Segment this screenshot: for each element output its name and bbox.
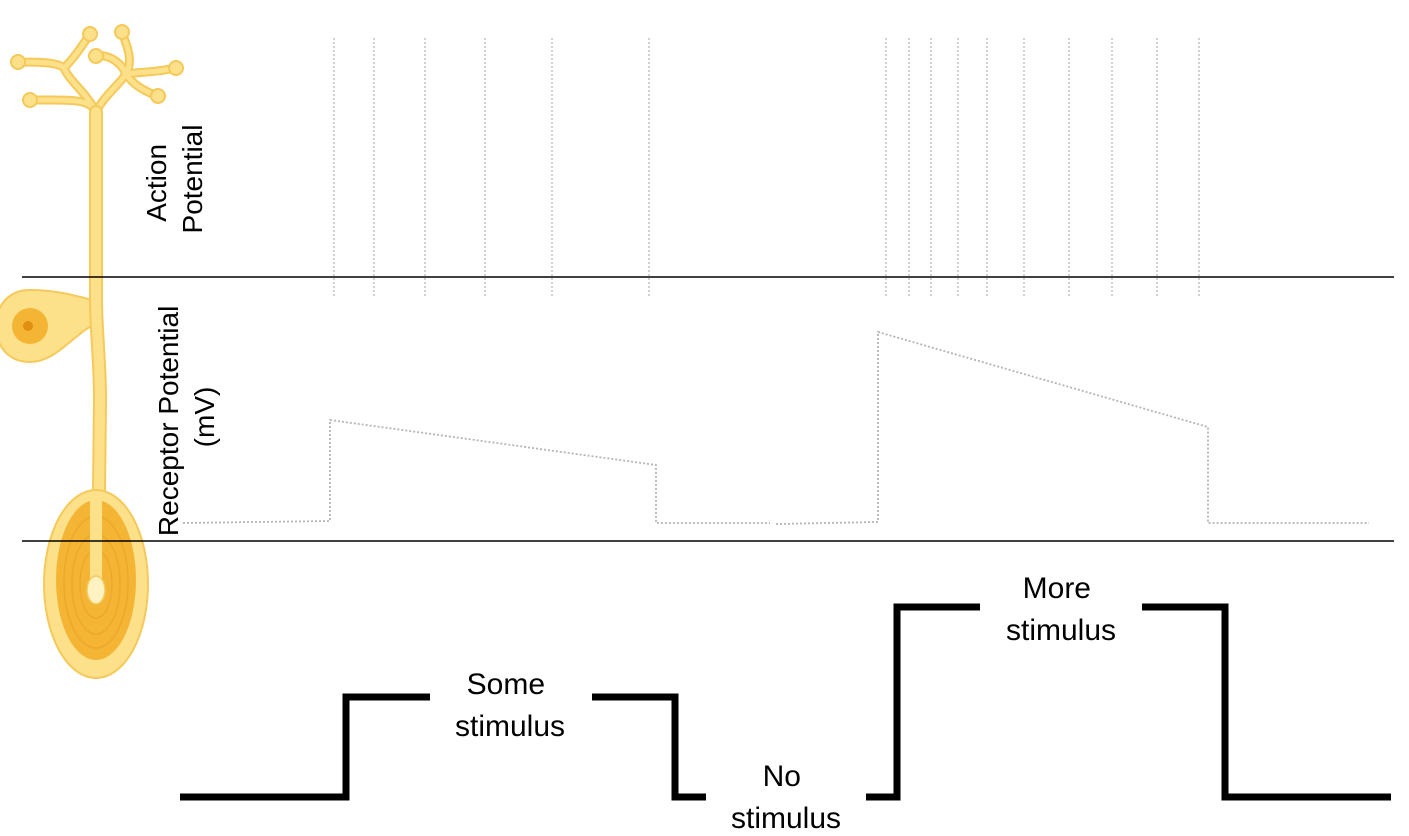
dendrite-tip bbox=[10, 54, 26, 70]
receptor-trace-segment-1 bbox=[182, 418, 770, 524]
stimulus-label-line: stimulus bbox=[731, 802, 841, 835]
stimulus-label-line: stimulus bbox=[1006, 614, 1116, 647]
some-stimulus-label: Some stimulus bbox=[455, 668, 565, 743]
stimulus-segment-some-fall bbox=[592, 693, 706, 801]
axis-label-line: Potential bbox=[177, 125, 208, 234]
axis-label-line: Action bbox=[141, 144, 172, 222]
receptor-potential-axis-label: Receptor Potential (mV) bbox=[153, 298, 220, 536]
stimulus-trace bbox=[180, 603, 1391, 801]
stimulus-segment-more-fall bbox=[1142, 603, 1391, 801]
axis-label-line: (mV) bbox=[189, 387, 220, 448]
dendrite-tip bbox=[150, 88, 166, 104]
dendrite-branches-fill bbox=[15, 29, 179, 115]
more-stimulus-label: More stimulus bbox=[1006, 572, 1116, 647]
neuron-soma bbox=[0, 288, 101, 364]
stimulus-label-line: More bbox=[1023, 572, 1091, 605]
stimulus-segment-more-rise bbox=[866, 603, 980, 801]
dendrite-tip bbox=[82, 26, 98, 42]
neuron-axon bbox=[91, 107, 106, 585]
axis-label-line: Receptor Potential bbox=[153, 306, 184, 536]
dendrite-tip bbox=[114, 24, 130, 40]
neuron-nucleolus bbox=[23, 321, 33, 331]
sensory-neuron-illustration bbox=[0, 24, 184, 679]
stimulus-label-line: Some bbox=[467, 668, 545, 701]
no-stimulus-label: No stimulus bbox=[731, 760, 841, 835]
action-potential-spikes bbox=[333, 38, 1200, 298]
action-potential-axis-label: Action Potential bbox=[141, 125, 208, 234]
stimulus-label-line: No bbox=[763, 760, 801, 793]
dendrite-tip bbox=[22, 92, 38, 108]
receptor-trace-segment-2 bbox=[775, 330, 1369, 525]
stimulus-segment-some-rise bbox=[180, 693, 430, 801]
dendrite-tip bbox=[168, 60, 184, 76]
corpuscle-nerve-tip bbox=[86, 575, 106, 605]
receptor-potential-trace bbox=[182, 330, 1369, 525]
stimulus-label-line: stimulus bbox=[455, 710, 565, 743]
dendrite-tip bbox=[88, 48, 104, 64]
